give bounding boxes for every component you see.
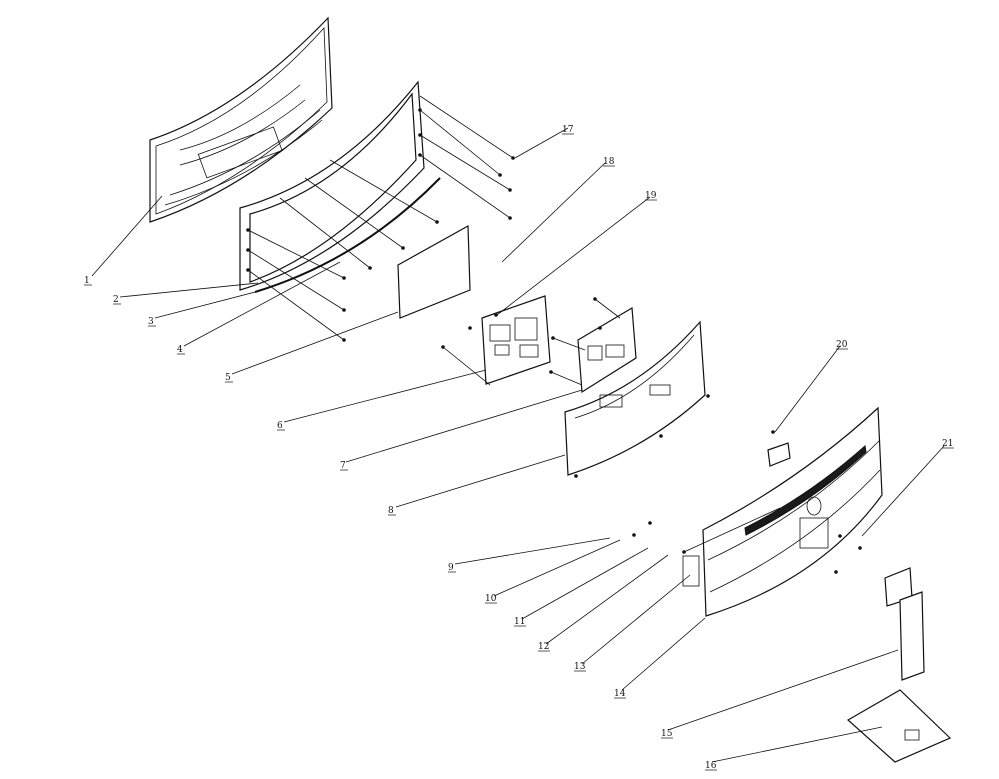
callout-17: 17 — [562, 125, 574, 135]
bracket-20 — [767, 442, 791, 467]
insulation-sheet — [397, 224, 471, 319]
callout-11: 11 — [514, 617, 525, 627]
callout-19: 19 — [645, 191, 657, 201]
back-chassis — [564, 320, 706, 476]
leader-lines — [91, 95, 945, 763]
callout-6: 6 — [277, 421, 283, 431]
callout-16: 16 — [705, 761, 717, 771]
power-board — [577, 306, 637, 394]
callout-21: 21 — [942, 439, 953, 449]
callout-4: 4 — [177, 345, 183, 355]
stand-neck — [884, 567, 925, 681]
callout-10: 10 — [485, 594, 497, 604]
callout-3: 3 — [148, 317, 154, 327]
callout-labels: 1 2 3 4 5 6 7 8 9 10 11 12 13 14 15 16 1… — [84, 125, 954, 771]
callout-2: 2 — [113, 295, 119, 305]
callout-9: 9 — [448, 563, 454, 573]
callout-15: 15 — [661, 729, 673, 739]
callout-1: 1 — [84, 276, 90, 286]
rear-cover — [682, 406, 883, 617]
callout-13: 13 — [574, 662, 586, 672]
curved-panel — [149, 16, 333, 223]
callout-20: 20 — [836, 340, 848, 350]
callout-14: 14 — [614, 689, 626, 699]
callout-5: 5 — [225, 373, 231, 383]
main-board — [481, 295, 551, 385]
callout-18: 18 — [603, 157, 615, 167]
callout-12: 12 — [538, 642, 549, 652]
light-strip — [254, 177, 441, 293]
callout-7: 7 — [340, 461, 346, 471]
callout-8: 8 — [388, 506, 394, 516]
stand-base — [846, 689, 952, 763]
